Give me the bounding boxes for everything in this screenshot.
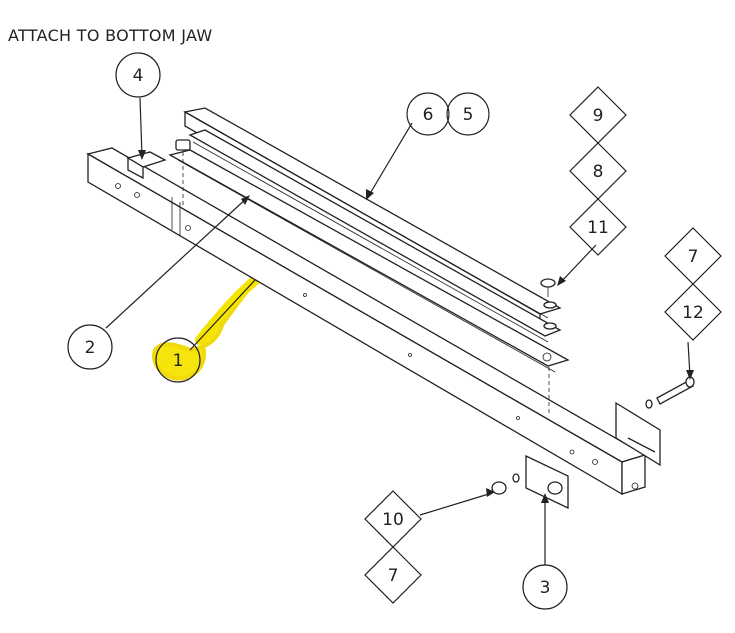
side-plate [491,454,569,510]
callout-11: 11 [569,198,627,256]
callout-2: 2 [67,324,113,370]
flat-strip [168,149,570,373]
lower-rail [188,129,562,343]
svg-text:5: 5 [463,105,474,125]
callout-3: 3 [522,564,568,610]
svg-text:7: 7 [388,566,399,586]
leader-arrowheads [138,150,694,503]
bottom-jaw-bar [86,147,647,496]
drawing-title: ATTACH TO BOTTOM JAW [8,26,213,45]
callout-4: 4 [115,52,161,98]
svg-text:9: 9 [593,106,604,126]
callout-5: 5 [446,92,490,136]
callout-7-top: 7 [664,227,722,285]
svg-text:10: 10 [382,510,404,530]
svg-text:4: 4 [133,66,144,86]
right-hardware [540,278,557,415]
callout-1: 1 [155,337,201,383]
callout-6: 6 [406,92,450,136]
callout-12: 12 [664,283,722,341]
callout-8: 8 [569,142,627,200]
svg-text:11: 11 [587,218,609,238]
svg-text:7: 7 [688,247,699,267]
svg-text:6: 6 [423,105,434,125]
leader-lines [105,97,691,565]
svg-text:8: 8 [593,162,604,182]
left-bolt [175,139,191,205]
svg-text:3: 3 [540,578,551,598]
callout-10: 10 [364,490,422,548]
callout-7-bottom: 7 [364,546,422,604]
svg-text:2: 2 [85,338,96,358]
callout-9: 9 [569,86,627,144]
end-plate [615,376,695,467]
svg-text:1: 1 [173,351,184,371]
svg-text:12: 12 [682,303,704,323]
